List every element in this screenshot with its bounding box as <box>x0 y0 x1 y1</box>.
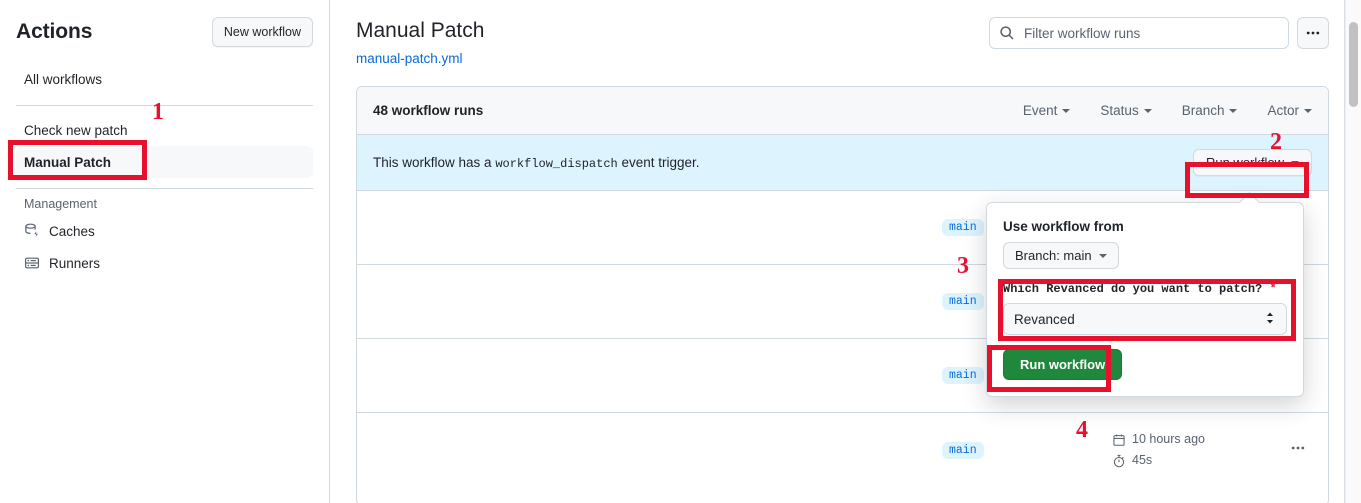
dispatch-event-code: workflow_dispatch <box>495 156 618 171</box>
workflow-dispatch-banner: This workflow has a workflow_dispatch ev… <box>357 135 1328 191</box>
chevron-down-icon <box>1062 108 1071 113</box>
branch-select-label: Branch: main <box>1015 248 1092 263</box>
run-workflow-dropdown-panel: Use workflow from Branch: main Which Rev… <box>986 202 1304 397</box>
workflow-input-label: Which Revanced do you want to patch? * <box>1003 282 1287 296</box>
annotation-number-4: 4 <box>1076 417 1088 443</box>
chevron-down-icon <box>1304 108 1312 113</box>
more-options-button[interactable] <box>1297 17 1329 49</box>
run-meta-cell: 10 hours ago 45s <box>1112 429 1312 471</box>
branch-badge[interactable]: main <box>942 293 984 310</box>
sidebar-item-label: Manual Patch <box>24 154 112 170</box>
search-icon <box>999 25 1015 46</box>
table-row[interactable]: main <box>357 265 1328 339</box>
kebab-horizontal-icon <box>1306 31 1320 35</box>
dispatch-banner-text: This workflow has a workflow_dispatch ev… <box>373 155 700 171</box>
sidebar-item-label: Runners <box>49 255 101 271</box>
revanced-select-value: Revanced <box>1014 311 1075 327</box>
revanced-select[interactable]: Revanced <box>1003 303 1287 335</box>
age-label: 10 hours ago <box>1132 432 1205 446</box>
filter-actor[interactable]: Actor <box>1267 103 1312 118</box>
kebab-horizontal-icon <box>1291 446 1305 449</box>
use-workflow-from-label: Use workflow from <box>1003 219 1124 234</box>
stopwatch-icon <box>1113 454 1125 467</box>
banner-text-before: This workflow has a <box>373 154 492 170</box>
filter-branch[interactable]: Branch <box>1182 103 1238 118</box>
run-workflow-dropdown-button[interactable]: Run workflow <box>1192 149 1312 176</box>
filter-status[interactable]: Status <box>1100 103 1152 118</box>
sidebar-item-label: All workflows <box>24 71 103 87</box>
search-input[interactable] <box>1022 24 1277 42</box>
run-workflow-label: Run workflow <box>1205 155 1284 170</box>
scrollbar-thumb[interactable] <box>1349 22 1358 107</box>
select-updown-icon <box>1264 311 1276 328</box>
calendar-icon <box>1113 433 1125 446</box>
chevron-down-icon <box>1098 253 1107 258</box>
sidebar-divider-1 <box>16 105 313 106</box>
new-workflow-button[interactable]: New workflow <box>211 17 313 47</box>
run-branch-cell: main <box>782 293 1112 310</box>
runners-icon <box>24 255 40 271</box>
sidebar-header: Actions New workflow <box>16 0 313 47</box>
runs-filters: Event Status Branch Actor <box>1023 103 1312 118</box>
filter-label: Event <box>1022 103 1058 118</box>
branch-badge[interactable]: main <box>942 367 984 384</box>
sidebar-item-label: Check new patch <box>24 122 128 138</box>
sidebar-divider-2 <box>16 188 313 189</box>
sidebar-item-runners[interactable]: Runners <box>16 247 313 279</box>
runs-toolbar: 48 workflow runs Event Status Branch <box>357 87 1328 135</box>
run-age: 10 hours ago <box>1112 429 1205 450</box>
filter-event[interactable]: Event <box>1023 103 1071 118</box>
run-branch-cell: main <box>782 219 1112 236</box>
row-more-options-button[interactable] <box>1284 440 1312 461</box>
sidebar-title: Actions <box>16 20 93 43</box>
duration-label: 45s <box>1132 453 1153 467</box>
run-branch-cell: main <box>782 441 1112 459</box>
page-right-edge <box>1344 0 1345 503</box>
table-row[interactable]: main 10 hours ago <box>357 413 1328 487</box>
page-scrollbar[interactable] <box>1345 0 1361 503</box>
main-content: Manual Patch manual-patch.yml <box>330 0 1345 503</box>
workflow-file-link[interactable]: manual-patch.yml <box>356 51 463 66</box>
filter-label: Status <box>1100 103 1139 118</box>
search-box[interactable] <box>989 17 1289 49</box>
sidebar-item-check-new-patch[interactable]: Check new patch <box>16 114 313 146</box>
sidebar-item-all-workflows[interactable]: All workflows <box>16 63 313 95</box>
banner-text-after: event trigger. <box>621 154 700 170</box>
sidebar-group-management: Management <box>24 197 97 211</box>
table-row[interactable]: main <box>357 191 1328 265</box>
sidebar: Actions New workflow All workflows Check… <box>0 0 330 503</box>
sidebar-item-manual-patch[interactable]: Manual Patch <box>8 146 313 178</box>
run-duration: 45s <box>1112 450 1205 471</box>
chevron-down-icon <box>1229 108 1238 113</box>
input-label-text: Which Revanced do you want to patch? <box>1003 282 1263 296</box>
chevron-down-icon <box>1143 108 1152 113</box>
run-branch-cell: main <box>782 367 1112 384</box>
filter-label: Branch <box>1181 103 1225 118</box>
filter-label: Actor <box>1267 103 1299 118</box>
sidebar-nav: All workflows Check new patch Manual Pat… <box>8 63 313 279</box>
run-timing: 10 hours ago 45s <box>1112 429 1205 471</box>
annotation-number-2: 2 <box>1270 129 1282 155</box>
sidebar-item-label: Caches <box>49 223 95 239</box>
main-header: Manual Patch manual-patch.yml <box>356 16 1329 68</box>
branch-badge[interactable]: main <box>942 441 984 459</box>
annotation-number-1: 1 <box>152 99 164 125</box>
workflow-heading: Manual Patch manual-patch.yml <box>356 16 484 68</box>
cache-icon <box>24 223 40 239</box>
annotation-number-3: 3 <box>957 253 969 279</box>
required-asterisk: * <box>1269 282 1277 296</box>
branch-select-button[interactable]: Branch: main <box>1003 242 1119 269</box>
runs-count-label: 48 workflow runs <box>373 103 484 118</box>
branch-badge[interactable]: main <box>942 219 984 236</box>
header-controls <box>989 17 1329 49</box>
page-title: Manual Patch <box>356 19 485 42</box>
chevron-down-icon <box>1291 160 1299 165</box>
sidebar-item-caches[interactable]: Caches <box>16 215 313 247</box>
run-workflow-submit-button[interactable]: Run workflow <box>1003 349 1123 380</box>
